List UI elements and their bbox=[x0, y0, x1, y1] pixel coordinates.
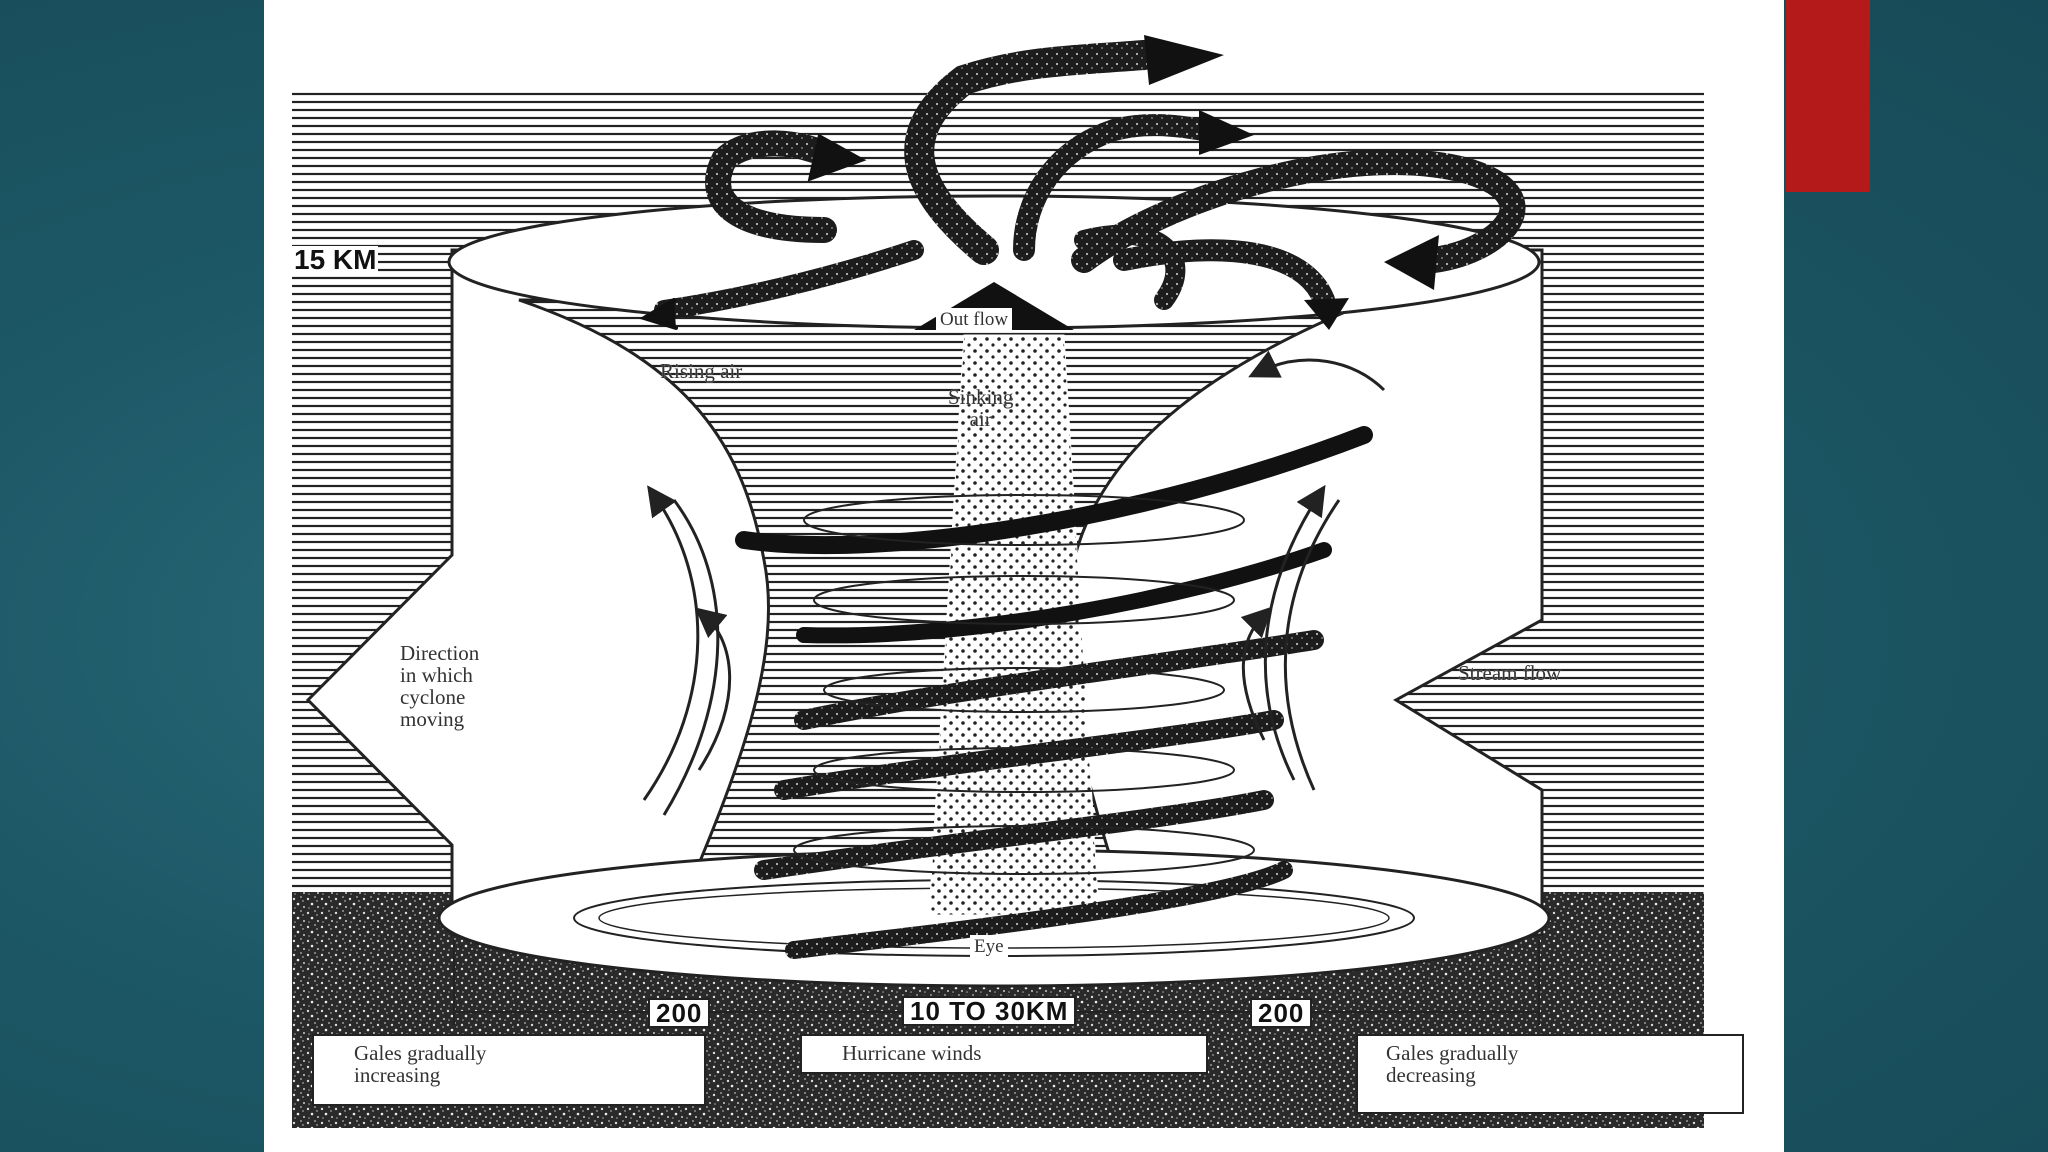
scale-left: 200 bbox=[648, 998, 711, 1028]
accent-bar bbox=[1786, 0, 1870, 192]
zone-right: Gales gradually decreasing bbox=[1356, 1034, 1744, 1114]
outflow-arrows bbox=[639, 35, 1526, 330]
eye-label: Eye bbox=[970, 935, 1008, 959]
altitude-label: 15 KM bbox=[292, 244, 379, 275]
rising-air-label: Rising air bbox=[660, 359, 743, 383]
direction-label: Direction in which cyclone moving bbox=[400, 641, 480, 731]
sinking-air-label: Sinking air bbox=[948, 385, 1014, 431]
stream-flow-label: Stream flow bbox=[1458, 661, 1562, 685]
spiral-bands bbox=[735, 426, 1373, 959]
scale-right: 200 bbox=[1250, 998, 1313, 1028]
scale-center: 10 TO 30KM bbox=[902, 996, 1077, 1026]
rising-air-arrows bbox=[642, 350, 1386, 816]
zone-left: Gales gradually increasing bbox=[312, 1034, 706, 1106]
out-flow-label: Out flow bbox=[936, 308, 1013, 332]
zone-center: Hurricane winds bbox=[800, 1034, 1208, 1074]
diagram-page: 15 KM Out flow Rising air Sinking air Di… bbox=[264, 0, 1784, 1152]
cyclone-structure-diagram bbox=[292, 35, 1704, 1128]
